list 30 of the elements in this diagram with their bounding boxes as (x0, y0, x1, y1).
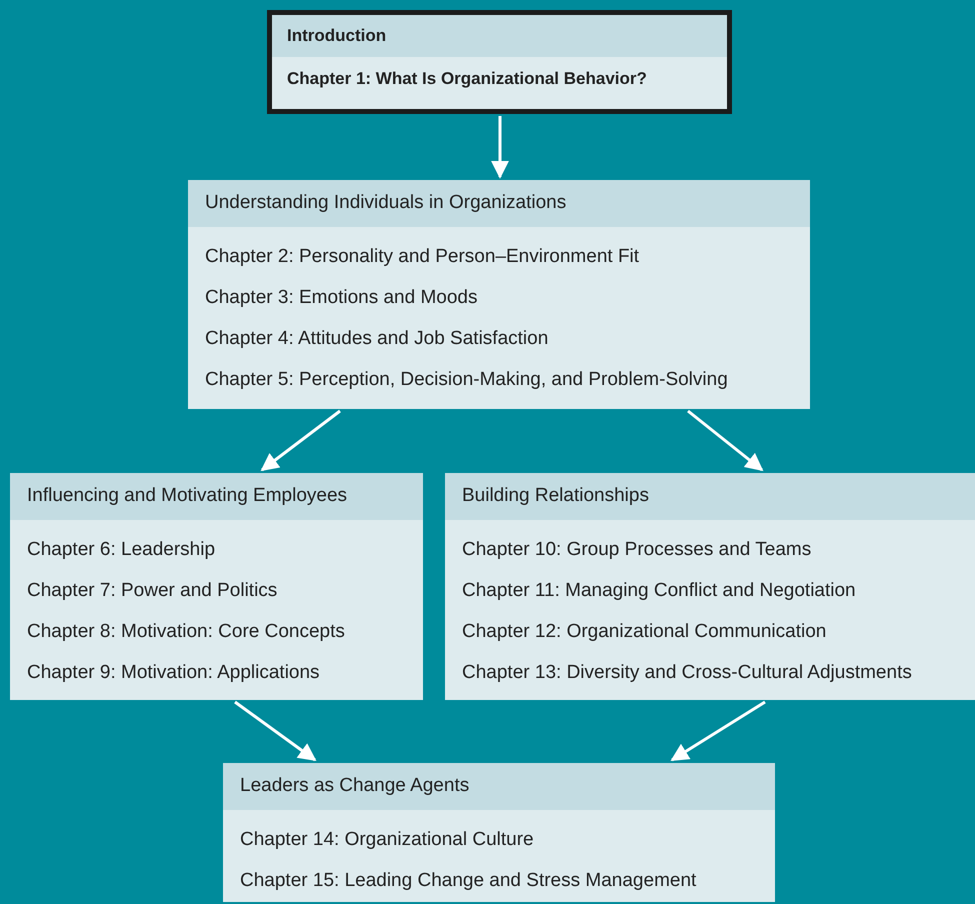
chapter-title: Chapter 13: Diversity and Cross-Cultural Adjustments (462, 660, 913, 684)
chapter-group-box (188, 180, 810, 409)
arrow (234, 700, 316, 762)
chapter-title: Chapter 9: Motivation: Applications (27, 660, 321, 684)
chapter-title: Chapter 12: Organizational Communication (462, 620, 828, 644)
chapter-title: Chapter 8: Motivation: Core Concepts (27, 620, 346, 644)
group-heading: Influencing and Motivating Employees (10, 473, 423, 520)
arrow (687, 410, 764, 472)
arrow (670, 700, 766, 762)
chapter-title: Chapter 1: What Is Organizational Behavior? (287, 68, 648, 90)
chapter-title: Chapter 7: Power and Politics (27, 578, 278, 602)
chapter-title: Chapter 11: Managing Conflict and Negotiation (462, 578, 857, 602)
chapter-title: Chapter 4: Attitudes and Job Satisfaction (205, 326, 550, 350)
chapter-group-box (10, 473, 423, 700)
chapter-group-box (223, 763, 775, 902)
arrow (260, 410, 341, 472)
chapter-title: Chapter 15: Leading Change and Stress Management (240, 868, 698, 892)
chapter-title: Chapter 6: Leadership (27, 538, 216, 562)
group-heading: Building Relationships (445, 473, 975, 520)
group-heading: Understanding Individuals in Organizations (188, 180, 810, 226)
chapter-title: Chapter 10: Group Processes and Teams (462, 538, 812, 562)
group-heading: Leaders as Change Agents (223, 763, 775, 810)
chapter-group-box (267, 10, 732, 114)
arrow (491, 116, 509, 179)
chapter-title: Chapter 2: Personality and Person–Environment Fit (205, 244, 640, 268)
group-heading: Introduction (272, 15, 727, 56)
chapter-title: Chapter 14: Organizational Culture (240, 828, 535, 852)
chapter-title: Chapter 3: Emotions and Moods (205, 286, 478, 310)
chapter-group-box (445, 473, 975, 700)
chapter-title: Chapter 5: Perception, Decision-Making, and Problem-Solving (205, 368, 729, 392)
